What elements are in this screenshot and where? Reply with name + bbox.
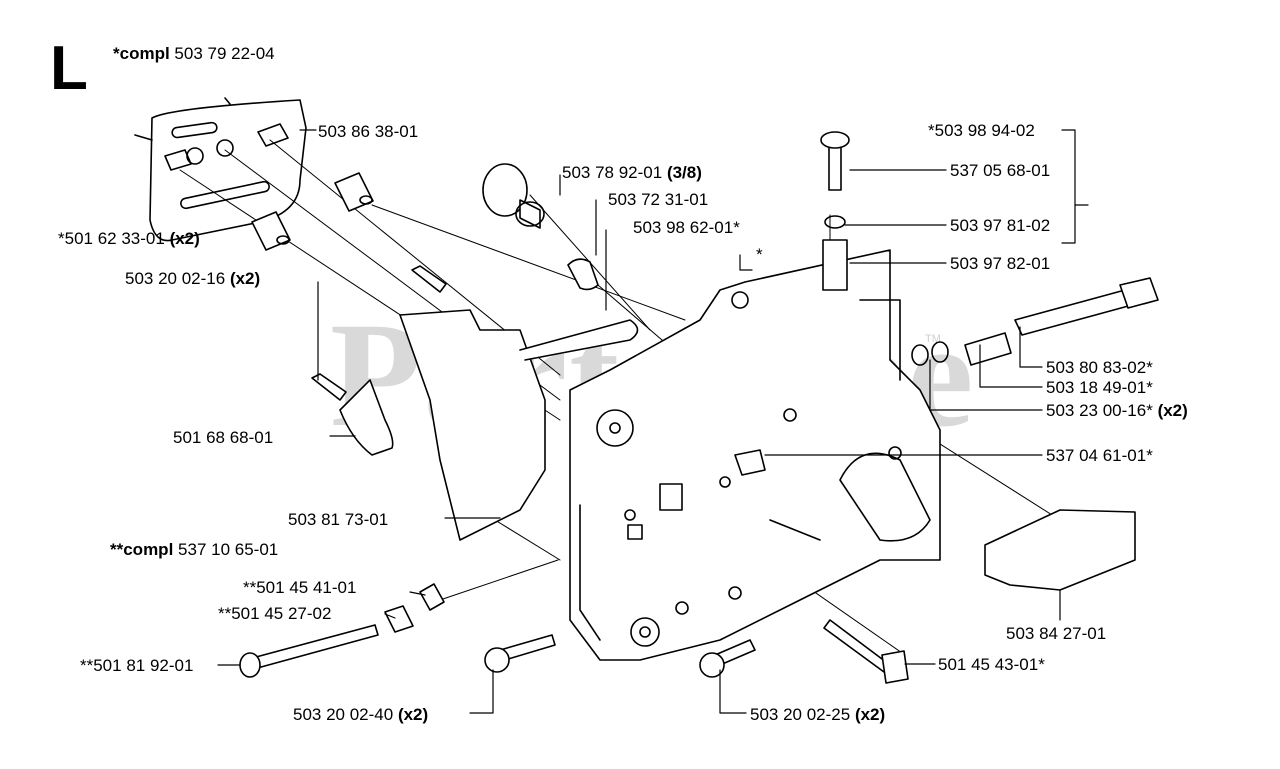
section-letter: L: [50, 34, 88, 103]
bolt-shape: [823, 619, 891, 673]
side-plate-shape: [399, 309, 546, 541]
part-qty: (x2): [854, 705, 886, 724]
part-label-bar-plate: 503 86 38-01: [318, 122, 418, 142]
subassembly-header: **compl 537 10 65-01: [110, 540, 278, 560]
part-number: *501 62 33-01: [58, 229, 165, 248]
part-number: 501 68 68-01: [173, 428, 274, 447]
part-label-pump-kit: *503 98 94-02: [928, 121, 1035, 141]
tension-screw-shape: [244, 624, 379, 671]
part-qty: (x2): [1157, 401, 1188, 420]
part-number: 503 81 73-01: [288, 510, 389, 529]
part-qty: (x2): [169, 229, 200, 248]
part-label-washer-left: *501 62 33-01 (x2): [58, 229, 200, 249]
part-label-nozzle: 537 04 61-01*: [1046, 446, 1153, 466]
washer-cylinders: [251, 172, 374, 251]
part-qty: (x2): [229, 269, 261, 288]
subassembly-number: 537 10 65-01: [178, 540, 279, 559]
assembly-header: *compl 503 79 22-04: [113, 44, 275, 64]
part-label-washer-right: 503 23 00-16* (x2): [1046, 401, 1188, 421]
part-qty: (x2): [397, 705, 429, 724]
part-number: 503 86 38-01: [318, 122, 419, 141]
part-number: 503 80 83-02*: [1046, 358, 1153, 377]
leader-lines: [217, 129, 1089, 714]
cap-shape: [482, 163, 545, 229]
part-number: 503 72 31-01: [608, 190, 709, 209]
part-number: **501 45 27-02: [218, 604, 332, 623]
part-number: 503 20 02-25: [750, 705, 851, 724]
part-label-screw-bottom-right: 503 20 02-25 (x2): [750, 705, 885, 725]
part-label-o-ring: 503 97 81-02: [950, 216, 1050, 236]
part-number: 503 20 02-40: [293, 705, 394, 724]
part-number: 503 20 02-16: [125, 269, 226, 288]
part-number: 503 84 27-01: [1006, 624, 1107, 643]
subassembly-prefix: **compl: [110, 540, 174, 559]
spring-wire-shape: [519, 319, 639, 361]
part-label-tension-screw: **501 81 92-01: [80, 656, 193, 676]
part-number: **501 45 41-01: [243, 578, 357, 597]
part-label-shaft: 503 80 83-02*: [1046, 358, 1153, 378]
part-qty: (3/8): [666, 163, 702, 182]
guard-clip-shape: [339, 379, 394, 456]
nut-2-shape: [419, 583, 445, 611]
part-number: *503 98 94-02: [928, 121, 1035, 140]
part-label-tensioner-nut: **501 45 27-02: [218, 604, 331, 624]
header-prefix: *compl: [113, 44, 170, 63]
part-number: 501 45 43-01*: [938, 655, 1045, 674]
part-number: 503 97 81-02: [950, 216, 1051, 235]
part-label-nut-2: **501 45 41-01: [243, 578, 356, 598]
bushing-shape: [567, 258, 599, 291]
part-label-guard-clip: 501 68 68-01: [173, 428, 273, 448]
nozzle-shape: [734, 449, 766, 476]
part-label-bolt: 501 45 43-01*: [938, 655, 1045, 675]
part-number: *: [756, 245, 763, 264]
block-shape: [984, 509, 1136, 591]
part-number: 503 78 92-01: [562, 163, 663, 182]
part-label-block: 503 84 27-01: [1006, 624, 1106, 644]
part-label-screw-bottom-left: 503 20 02-40 (x2): [293, 705, 428, 725]
part-label-adjust-screw: 537 05 68-01: [950, 161, 1050, 181]
part-number: **501 81 92-01: [80, 656, 194, 675]
header-number: 503 79 22-04: [174, 44, 275, 63]
part-number: 537 05 68-01: [950, 161, 1051, 180]
part-label-housing: *: [756, 245, 763, 265]
bar-plate-shape: [134, 97, 307, 242]
part-label-bushing: 503 72 31-01: [608, 190, 708, 210]
adjust-screw-shape: [820, 131, 850, 291]
part-number: 537 04 61-01*: [1046, 446, 1153, 465]
part-label-side-plate: 503 81 73-01: [288, 510, 388, 530]
part-label-cap: 503 78 92-01 (3/8): [562, 163, 702, 183]
part-label-spring-2: 503 18 49-01*: [1046, 378, 1153, 398]
part-number: 503 97 82-01: [950, 254, 1051, 273]
part-label-screw-top: 503 20 02-16 (x2): [125, 269, 260, 289]
screws-top: [311, 265, 447, 401]
tensioner-nut-shape: [384, 605, 414, 633]
part-number: 503 18 49-01*: [1046, 378, 1153, 397]
part-number: 503 98 62-01*: [633, 218, 740, 237]
part-label-spring-1: 503 97 82-01: [950, 254, 1050, 274]
part-number: 503 23 00-16*: [1046, 401, 1153, 420]
part-label-spring-wire: 503 98 62-01*: [633, 218, 740, 238]
shaft-shape: [911, 277, 1159, 366]
